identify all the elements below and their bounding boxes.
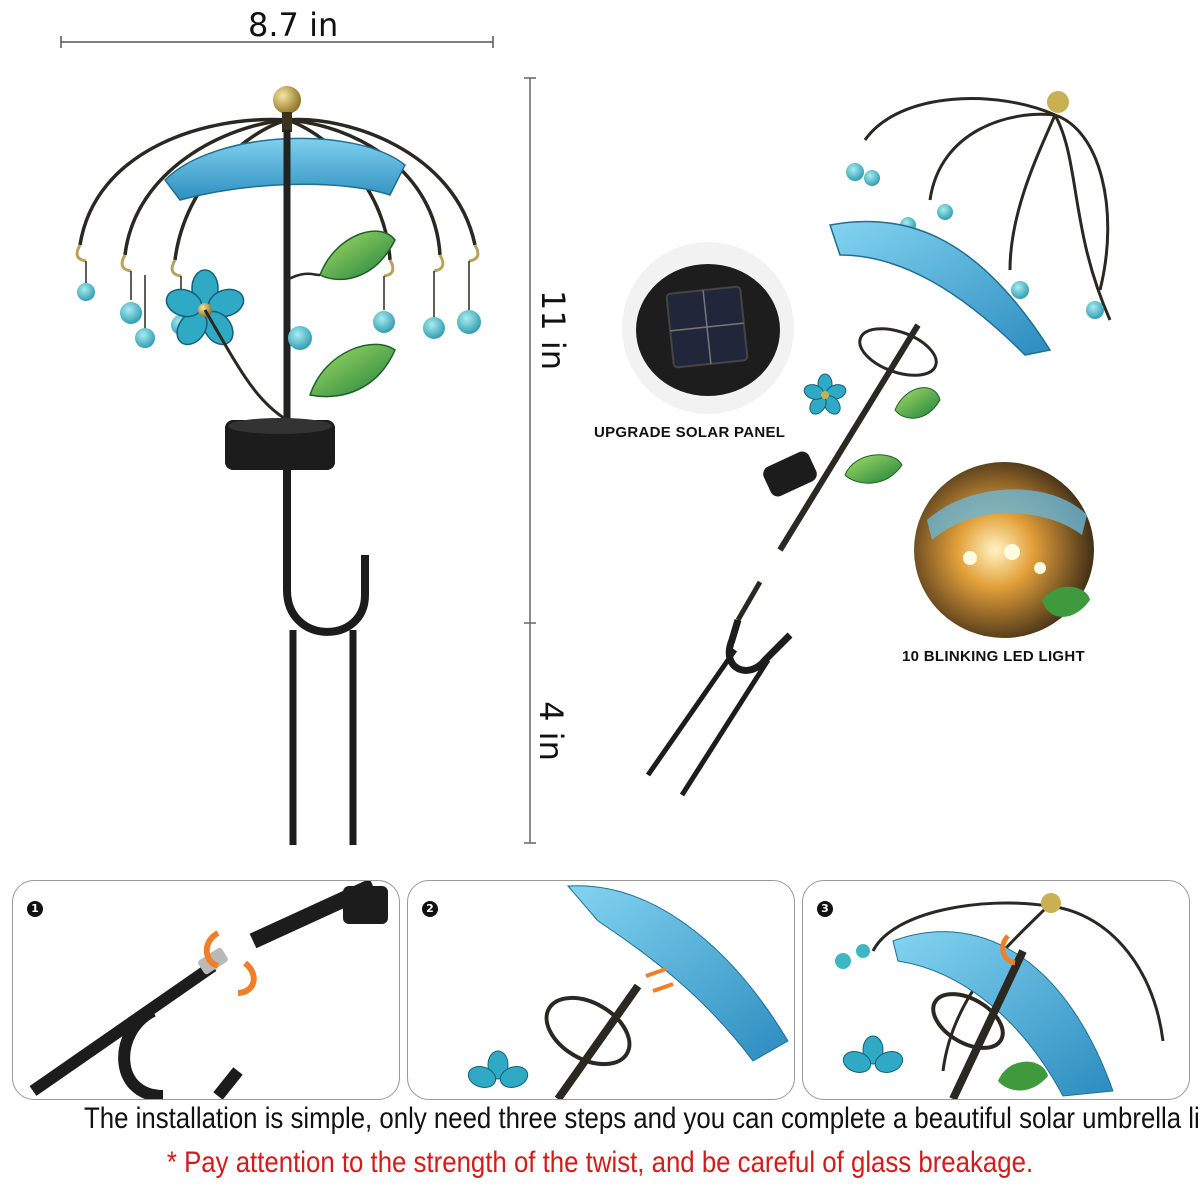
step-1-badge: 1 xyxy=(27,901,43,917)
step-3-badge: 3 xyxy=(817,901,833,917)
led-light-caption: 10 BLINKING LED LIGHT xyxy=(902,648,1085,665)
step-1-illustration xyxy=(29,881,388,1099)
width-dimension-line xyxy=(60,36,494,48)
step-1-panel: 1 xyxy=(12,880,400,1100)
rotate-arrow-icon xyxy=(203,930,220,969)
height-dimension-line xyxy=(524,77,536,844)
exploded-view xyxy=(645,91,1112,797)
rotate-arrow-icon xyxy=(1000,934,1016,966)
assembled-umbrella-light xyxy=(75,86,481,845)
step-2-badge: 2 xyxy=(422,901,438,917)
top-height-label: 11 in xyxy=(534,290,572,371)
step-2-panel: 2 xyxy=(407,880,795,1100)
glass-warning: * Pay attention to the strength of the t… xyxy=(166,1146,1034,1179)
step-2-illustration xyxy=(467,885,789,1099)
arrow-icon xyxy=(645,967,667,978)
installation-instruction: The installation is simple, only need th… xyxy=(84,1102,1200,1135)
step-3-illustration xyxy=(835,893,1165,1099)
exploded-flower xyxy=(803,373,847,415)
step-3-panel: 3 xyxy=(802,880,1190,1100)
stake-height-label: 4 in xyxy=(532,701,570,761)
led-light-image xyxy=(914,462,1094,638)
solar-panel-image xyxy=(622,242,794,414)
solar-panel-caption: UPGRADE SOLAR PANEL xyxy=(594,424,786,441)
width-label: 8.7 in xyxy=(248,6,339,44)
